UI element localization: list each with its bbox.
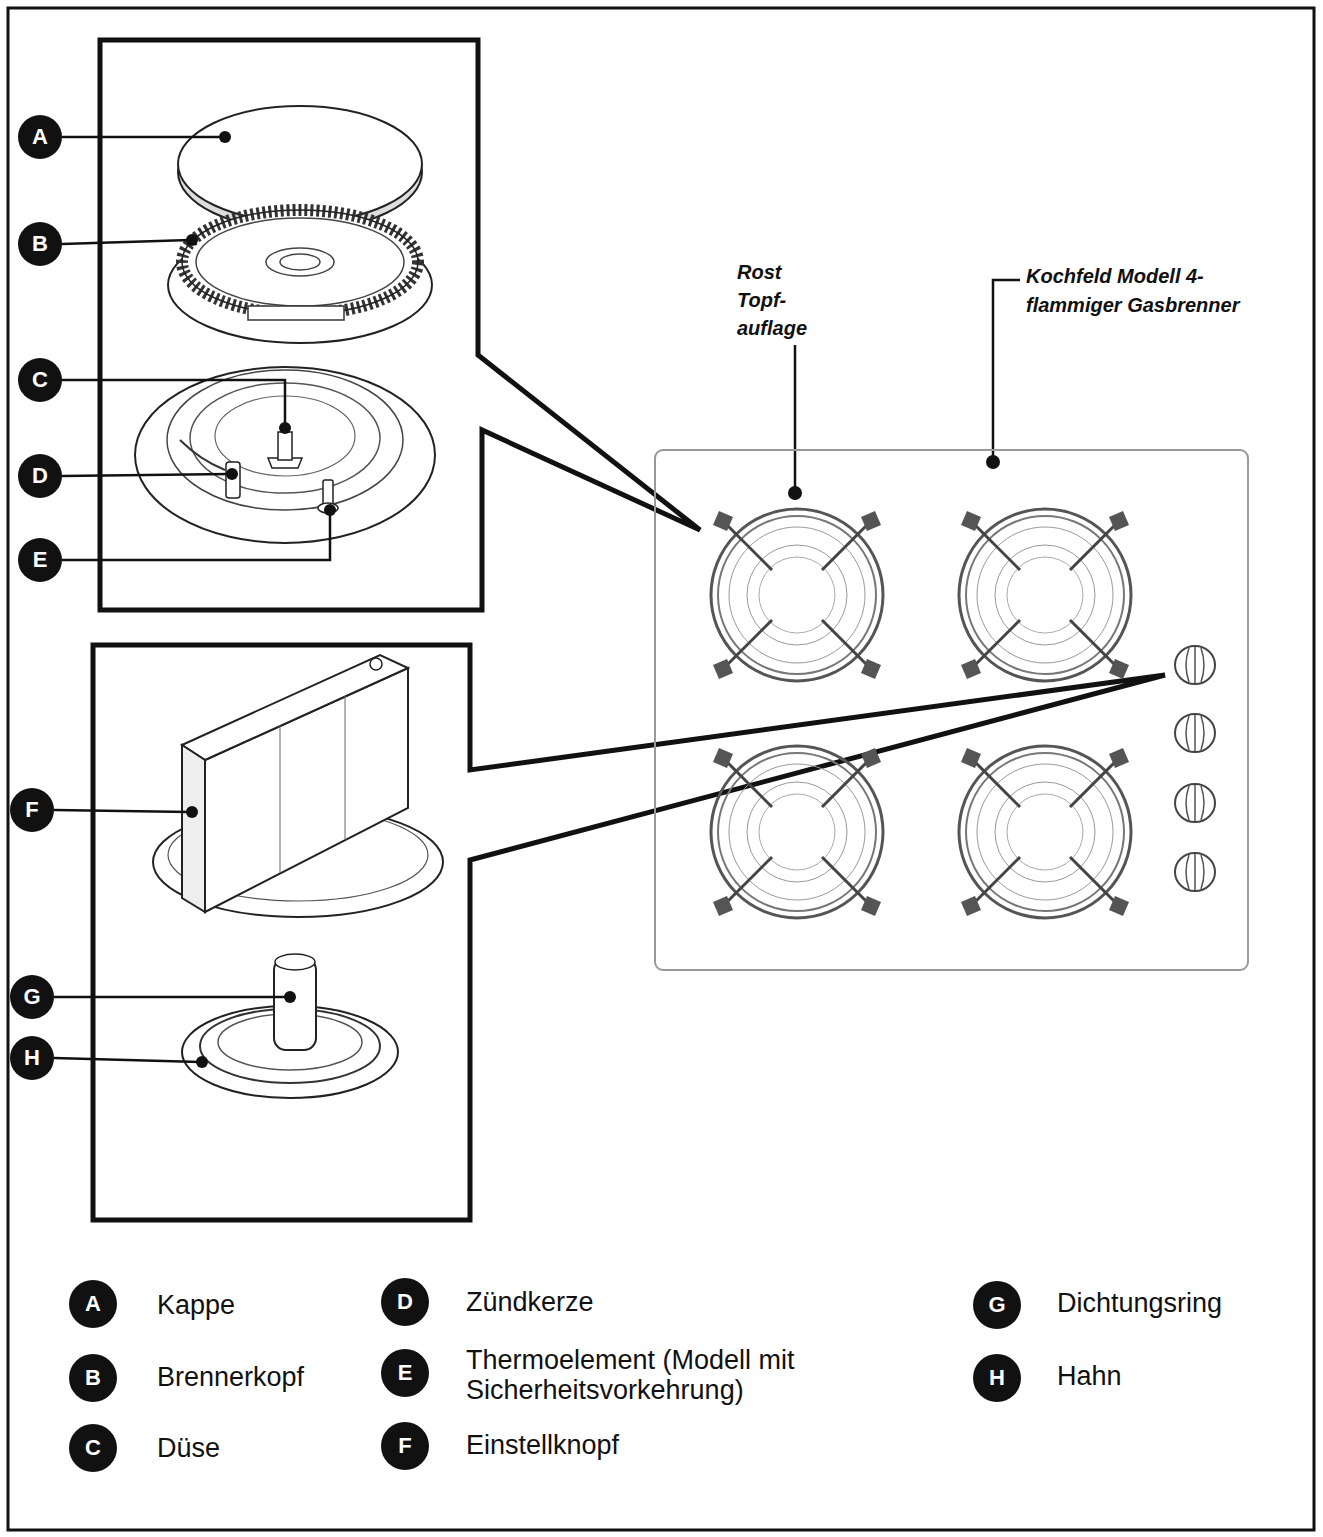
leader-line: [62, 380, 285, 425]
burner-grate: [711, 746, 883, 918]
legend-text: Dichtungsring: [1057, 1288, 1297, 1318]
control-knob-drawing: [182, 745, 205, 912]
control-knob-drawing: [153, 655, 443, 917]
leader-line: [54, 137, 1020, 1062]
burner-head-drawing: [266, 248, 334, 276]
leader-dot: [226, 468, 238, 480]
callout-label: Kochfeld Modell 4-flammiger Gasbrenner: [1026, 262, 1298, 320]
legend-text: Düse: [157, 1433, 357, 1463]
leader-line: [993, 280, 1020, 458]
burner-head-drawing: [168, 210, 432, 343]
callout-circle: A: [69, 1280, 117, 1328]
inset-frame: [93, 645, 1165, 1220]
callout-circle: A: [18, 115, 62, 159]
callout-letter: H: [24, 1047, 40, 1069]
hob-knob: [1175, 784, 1215, 822]
burner-head-drawing: [182, 210, 418, 314]
callout-circle: D: [381, 1278, 429, 1326]
legend-text: Brennerkopf: [157, 1362, 377, 1392]
leader-dot: [324, 504, 336, 516]
burner-grate: [959, 746, 1131, 918]
burner-head-drawing: [248, 306, 344, 320]
callout-circle: B: [18, 222, 62, 266]
leader-line: [794, 345, 797, 490]
leader-dot: [186, 806, 198, 818]
callout-circle: E: [18, 538, 62, 582]
leader-line: [62, 512, 330, 560]
callout-circle: F: [10, 788, 54, 832]
inset-frame: [100, 40, 700, 610]
callout-letter: F: [398, 1435, 411, 1457]
callout-letter: D: [32, 465, 48, 487]
leader-line: [54, 996, 288, 999]
legend-text: Zündkerze: [466, 1287, 926, 1317]
leader-line: [54, 810, 190, 812]
callout-circle: C: [69, 1424, 117, 1472]
leader-dot: [788, 486, 802, 500]
leader-line: [54, 1058, 200, 1062]
leader-dot: [279, 422, 291, 434]
leader-dot: [196, 1056, 208, 1068]
callout-circle: G: [10, 975, 54, 1019]
callout-circle: B: [69, 1354, 117, 1402]
control-knob-drawing: [280, 725, 281, 873]
callout-letter: C: [85, 1437, 101, 1459]
control-knob-drawing: [345, 696, 346, 840]
callout-circle: G: [973, 1281, 1021, 1329]
outer-frame: [8, 8, 1314, 1530]
callout-letter: G: [988, 1294, 1005, 1316]
control-knob-drawing: [182, 655, 408, 760]
leader-dot: [219, 131, 231, 143]
callout-circle: H: [10, 1036, 54, 1080]
callout-letter: E: [33, 549, 48, 571]
burner-grate: [959, 509, 1131, 681]
leader-dot: [284, 991, 296, 1003]
legend-text: Thermoelement (Modell mit Sicherheitsvor…: [466, 1345, 966, 1405]
burner-head-drawing: [280, 254, 320, 270]
tap-drawing: [182, 954, 398, 1098]
leader-dot: [986, 455, 1000, 469]
callout-letter: E: [398, 1362, 413, 1384]
callout-letter: A: [32, 126, 48, 148]
callout-circle: F: [381, 1422, 429, 1470]
tap-drawing: [274, 958, 316, 1050]
burner-head-drawing: [196, 218, 404, 306]
legend-text: Hahn: [1057, 1361, 1257, 1391]
callout-circle: H: [973, 1354, 1021, 1402]
callout-letter: B: [85, 1367, 101, 1389]
hob-panel: [655, 450, 1248, 970]
burner-grate: [711, 509, 883, 681]
callout-letter: D: [397, 1291, 413, 1313]
callout-label: Rost Topf- auflage: [737, 258, 829, 342]
leader-dot: [186, 234, 198, 246]
callout-letter: C: [32, 369, 48, 391]
burner-base-drawing: [278, 432, 292, 460]
leader-line: [62, 474, 230, 476]
callout-letter: G: [23, 986, 40, 1008]
hob-knob: [1175, 646, 1215, 684]
callout-letter: H: [989, 1367, 1005, 1389]
callout-circle: C: [18, 358, 62, 402]
leader-line: [62, 240, 190, 244]
callout-letter: A: [85, 1293, 101, 1315]
callout-circle: D: [18, 454, 62, 498]
callout-letter: B: [32, 233, 48, 255]
leader-dot: [186, 131, 1000, 1068]
hob-knob: [1175, 853, 1215, 891]
leader-line: [62, 136, 222, 139]
control-knob-drawing: [370, 658, 382, 670]
burner-head-drawing: [182, 210, 418, 314]
callout-letter: F: [25, 799, 38, 821]
hob-knob: [1175, 714, 1215, 752]
burner-base-drawing: [180, 440, 225, 470]
burner-base-drawing: [226, 462, 240, 498]
legend-text: Einstellknopf: [466, 1430, 766, 1460]
callout-circle: E: [381, 1349, 429, 1397]
legend-text: Kappe: [157, 1290, 357, 1320]
tap-drawing: [275, 954, 315, 970]
